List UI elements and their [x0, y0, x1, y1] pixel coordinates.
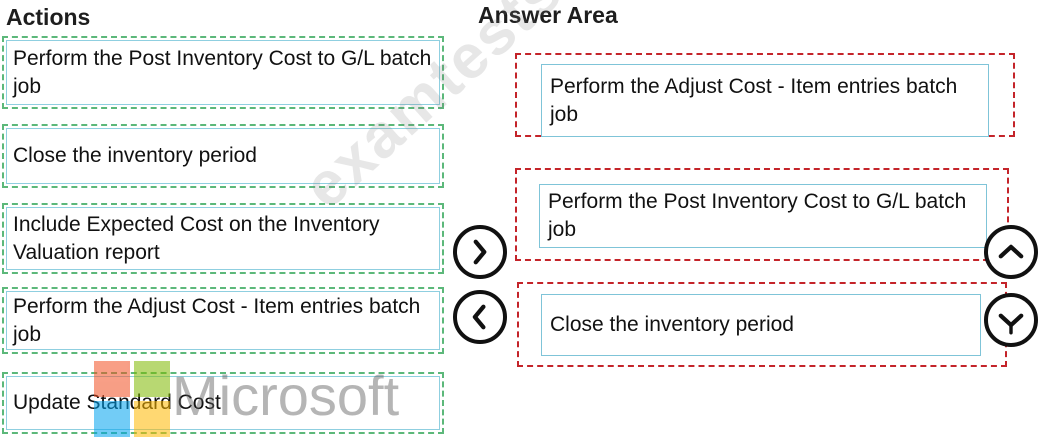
answer-item[interactable]: Close the inventory period	[541, 294, 981, 356]
move-up-button[interactable]	[984, 225, 1038, 279]
answer-item-label: Perform the Adjust Cost - Item entries b…	[550, 74, 958, 126]
action-item[interactable]: Update Standard Cost	[2, 372, 444, 434]
action-item[interactable]: Close the inventory period	[2, 124, 444, 188]
answer-item[interactable]: Perform the Post Inventory Cost to G/L b…	[539, 184, 987, 248]
actions-heading: Actions	[6, 4, 91, 30]
action-item-label: Perform the Adjust Cost - Item entries b…	[6, 291, 440, 350]
action-item[interactable]: Perform the Adjust Cost - Item entries b…	[2, 287, 444, 354]
answer-item-label: Close the inventory period	[550, 313, 794, 336]
chevron-right-icon	[473, 239, 487, 265]
answer-slot[interactable]	[515, 168, 1009, 261]
answer-item[interactable]: Perform the Adjust Cost - Item entries b…	[541, 64, 989, 137]
action-item-label: Include Expected Cost on the Inventory V…	[6, 207, 440, 270]
chevron-up-icon	[998, 244, 1024, 259]
action-item-label: Update Standard Cost	[6, 376, 440, 430]
answer-item-label: Perform the Post Inventory Cost to G/L b…	[548, 190, 967, 241]
action-item-label: Perform the Post Inventory Cost to G/L b…	[6, 40, 440, 105]
answer-area-heading: Answer Area	[478, 2, 618, 28]
action-item[interactable]: Perform the Post Inventory Cost to G/L b…	[2, 36, 444, 109]
microsoft-logo-icon	[94, 361, 170, 437]
action-item[interactable]: Include Expected Cost on the Inventory V…	[2, 203, 444, 274]
move-left-button[interactable]	[453, 290, 507, 344]
move-down-button[interactable]	[984, 293, 1038, 347]
move-right-button[interactable]	[453, 225, 507, 279]
chevron-left-icon	[472, 304, 486, 330]
chevron-down-icon	[998, 313, 1024, 335]
action-item-label: Close the inventory period	[6, 128, 440, 184]
